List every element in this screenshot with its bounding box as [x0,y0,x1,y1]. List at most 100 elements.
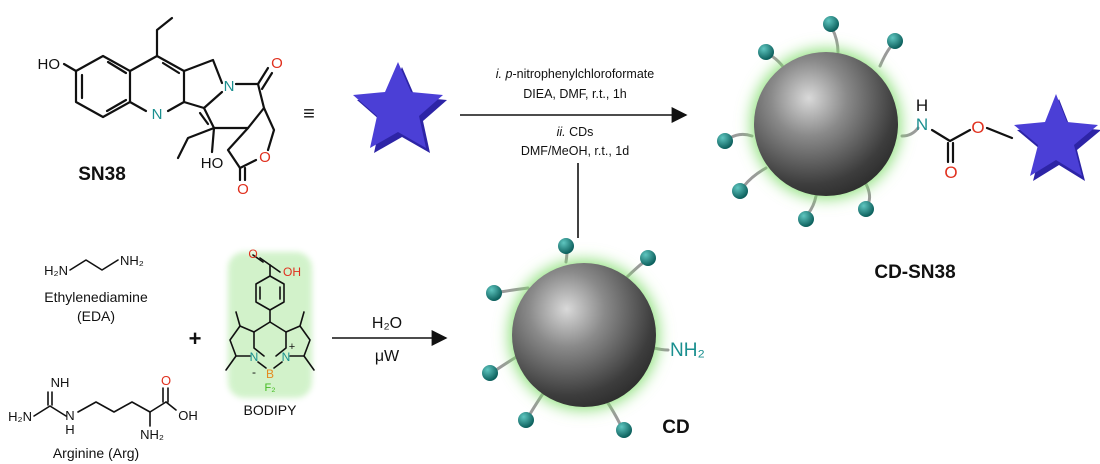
sn38-carbonyl-bond [256,66,270,86]
arg-n-link: N [65,408,74,423]
sn38-o-keto: O [271,55,283,72]
arg-name: Arginine (Arg) [53,445,139,461]
sn38-ethyl-group [155,16,174,58]
bodipy-right-pyrrole [285,325,311,357]
step2-conditions: DMF/MeOH, r.t., 1d [521,144,629,158]
linker-o-ester: O [971,118,984,137]
sn38-ho-tertiary: HO [201,155,224,172]
cd-sn38-sphere [754,52,898,196]
eda-abbr: (EDA) [77,308,115,324]
sn38-n-quinoline: N [152,106,163,123]
bodipy-n-right: N [282,350,291,364]
eda-bonds [69,259,119,271]
equivalence-symbol: ≡ [303,103,315,125]
bodipy-methyl [235,311,241,327]
bodipy-core-left [253,321,271,357]
step2-reagent-line: ii. CDs [557,125,594,139]
bodipy-methyl [225,355,237,371]
arg-oh: OH [178,408,198,423]
sn38-bond [166,100,186,113]
cd-surface-balls [482,238,656,438]
cd-sphere [512,263,656,407]
product-star-symbol [1014,94,1100,181]
cd-sn38-product: H N O O CD-SN38 [717,16,1100,283]
cd-sn38-surface-balls [717,16,903,227]
bodipy-left-pyrrole [229,325,255,357]
eda-structure: H₂N NH₂ Ethylenediamine (EDA) [44,253,148,324]
bodipy-structure: O OH N N + - B F₂ BODIPY [225,247,315,418]
linker-bond [985,126,1014,140]
sn38-pyridine-ring [128,54,186,104]
bodipy-boron-bond [273,361,283,369]
sn38-ho-label: HO [38,56,61,73]
arg-h-link: H [65,422,74,437]
sn38-bond [202,90,224,110]
cd-label: CD [662,417,689,438]
arg-o: O [161,373,171,388]
sn38-o-carbonyl: O [237,181,249,198]
step1-reagent-line: i. p-nitrophenylchloroformate [496,67,654,81]
sn38-benzene-ring [74,54,132,119]
bodipy-core-right [269,321,287,357]
linker-h-label: H [916,96,928,115]
cd-nh2-label: NH₂ [670,340,705,361]
sn38-double-bond [161,61,181,75]
arg-nh-top: NH [51,375,70,390]
eda-name: Ethylenediamine [44,289,148,305]
bodipy-n-left: N [250,350,259,364]
eda-nh2-label: NH₂ [120,253,144,268]
arg-oh-bond [165,401,177,411]
bottom-reagent: H₂O [372,315,402,332]
sn38-ethyl-group [176,126,216,160]
sn38-hydroxyl-bond [210,126,216,154]
linker-o-carbonyl: O [944,163,957,182]
bodipy-methyl [303,355,315,371]
cd-particle: NH₂ CD [482,238,705,438]
bodipy-minus: - [252,365,256,379]
sn38-bond [182,100,206,110]
bottom-conditions: μW [375,348,400,365]
arg-h2n: H₂N [8,409,32,424]
bodipy-methyl [299,311,305,327]
sn38-double-bond [105,98,128,113]
sn38-carbonyl-bond [260,71,274,91]
sn38-star-symbol [353,62,447,153]
bodipy-f2: F₂ [265,382,276,394]
linker-n-label: N [916,115,928,134]
sn38-n-amide: N [224,78,235,95]
sn38-bond [128,100,148,113]
arg-guanidine-bonds [33,405,67,417]
plus-sign: + [189,326,202,351]
bodipy-oh: OH [283,265,301,279]
linker-bonds [930,128,972,143]
arginine-structure: NH H₂N N H O OH NH₂ Arginine (Arg) [8,373,198,461]
sn38-double-bond [106,60,128,75]
sn38-pyridone-ring [202,82,266,130]
arg-chain-bonds [77,401,151,413]
bodipy-o: O [248,247,257,261]
bodipy-plus: + [289,341,295,353]
cd-sn38-label: CD-SN38 [874,262,955,283]
sn38-lactone-ring [226,126,258,170]
bottom-reaction: H₂O μW [332,315,448,365]
top-reaction: i. p-nitrophenylchloroformate DIEA, DMF,… [460,67,688,238]
sn38-o-ring: O [259,149,271,166]
bodipy-b: B [266,367,274,381]
step1-conditions: DIEA, DMF, r.t., 1h [523,87,627,101]
bodipy-acid-bond [269,264,281,273]
bodipy-name: BODIPY [244,402,298,418]
sn38-five-ring [182,58,224,85]
sn38-structure: HO N N O O O HO SN38 [38,16,283,198]
bodipy-acid-bond [259,257,271,266]
sn38-double-bond [198,111,210,126]
bodipy-acid-bond [252,254,264,263]
sn38-label: SN38 [78,164,126,185]
bodipy-boron-bond [257,361,267,369]
eda-h2n-label: H₂N [44,263,68,278]
arg-nh2: NH₂ [140,427,164,442]
sn38-lactone-ring [262,106,276,152]
arg-carboxyl-bond [149,401,167,413]
sn38-bond [62,62,78,73]
